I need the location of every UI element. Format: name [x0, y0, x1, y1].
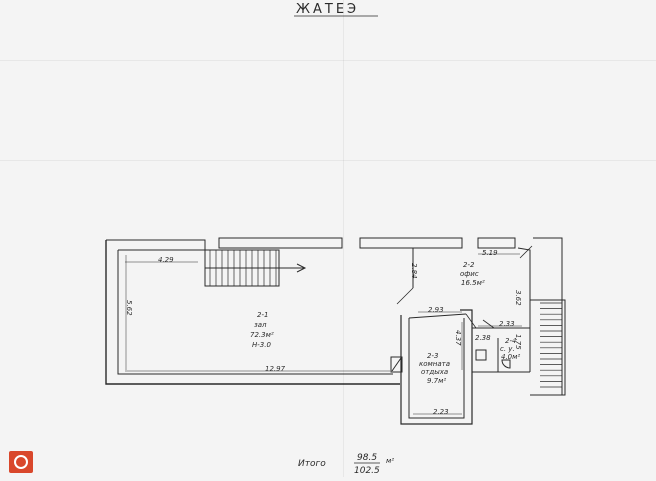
room-area: 4.0м² — [501, 353, 520, 361]
top-wall-left — [106, 239, 206, 251]
shaft-box — [390, 356, 403, 373]
dim-4-29: 4.29 — [158, 256, 174, 264]
stamp-logo — [9, 451, 33, 473]
shaft-diagonal — [391, 357, 402, 372]
room-2-2-label: 2-2 офис 16.5м² — [460, 261, 485, 287]
room-number: 2-3 — [427, 352, 438, 360]
top-wall-segment — [359, 237, 463, 249]
outer-stair-treads — [540, 302, 562, 388]
room-area: 72.3м² — [250, 331, 274, 339]
total-numerator: 98.5 — [357, 453, 377, 463]
room-2-4-label: 2-4 с. у. 4.0м² — [500, 337, 520, 361]
stair-arrow-head — [296, 263, 307, 273]
stair-treads — [209, 250, 277, 286]
outer-stair — [530, 299, 566, 396]
sink-fixture — [475, 349, 487, 361]
hall-inner-wall — [117, 250, 393, 375]
room-2-3-label: 2-3 комната отдыха 9.7м² — [419, 352, 450, 385]
paper-fold-line — [343, 0, 344, 477]
paper-fold-line — [0, 60, 656, 61]
rest-room-top — [408, 313, 467, 319]
dim-2-84: 2.84 — [410, 263, 418, 279]
total-label: Итого — [298, 459, 326, 469]
dim-5-19: 5.19 — [482, 249, 498, 257]
dim-12-97: 12.97 — [265, 365, 286, 373]
room-area: 16.5м² — [461, 279, 485, 287]
room-name: с. у. — [500, 345, 515, 353]
logo-icon — [14, 455, 28, 469]
right-outer-wall — [530, 237, 563, 396]
door-swing — [519, 245, 533, 259]
dim-2-23: 2.23 — [433, 408, 449, 416]
room-2-1-label: 2-1 зал 72.3м² Н-3.0 — [250, 311, 274, 349]
room-number: 2-4 — [505, 337, 516, 345]
door-swing — [482, 319, 495, 329]
room-name: зал — [254, 321, 267, 329]
dim-2-38: 2.38 — [475, 334, 491, 342]
dim-1-75: 1.75 — [514, 334, 522, 350]
top-wall-segment — [218, 237, 343, 249]
room-name: офис — [460, 270, 479, 278]
dim-3-62: 3.62 — [514, 290, 522, 306]
paper-fold-line — [0, 160, 656, 161]
room-area: 9.7м² — [427, 377, 446, 385]
hall-outer-wall — [105, 240, 400, 385]
dim-2-93: 2.93 — [428, 306, 444, 314]
total-unit: м² — [386, 457, 394, 465]
dim-4-37: 4.37 — [454, 330, 462, 346]
door-swing — [465, 313, 477, 329]
room-name: комната — [419, 360, 450, 368]
room-number: 2-2 — [463, 261, 475, 269]
right-inner-wall — [517, 247, 531, 372]
top-wall-segment — [477, 237, 516, 249]
floor-label: ЖАТЕЭ — [296, 2, 359, 17]
door-swing — [396, 287, 414, 305]
dim-5-62: 5.62 — [125, 300, 133, 316]
room-name: отдыха — [421, 368, 448, 376]
rest-room-inner — [408, 318, 465, 419]
room-height: Н-3.0 — [252, 341, 271, 349]
room-number: 2-1 — [257, 311, 268, 319]
area-total: Итого 98.5 102.5 м² — [298, 453, 394, 476]
toilet-fixture — [501, 359, 511, 369]
total-denominator: 102.5 — [354, 466, 380, 476]
rest-room-outer — [400, 309, 473, 425]
dim-2-33: 2.33 — [499, 320, 515, 328]
